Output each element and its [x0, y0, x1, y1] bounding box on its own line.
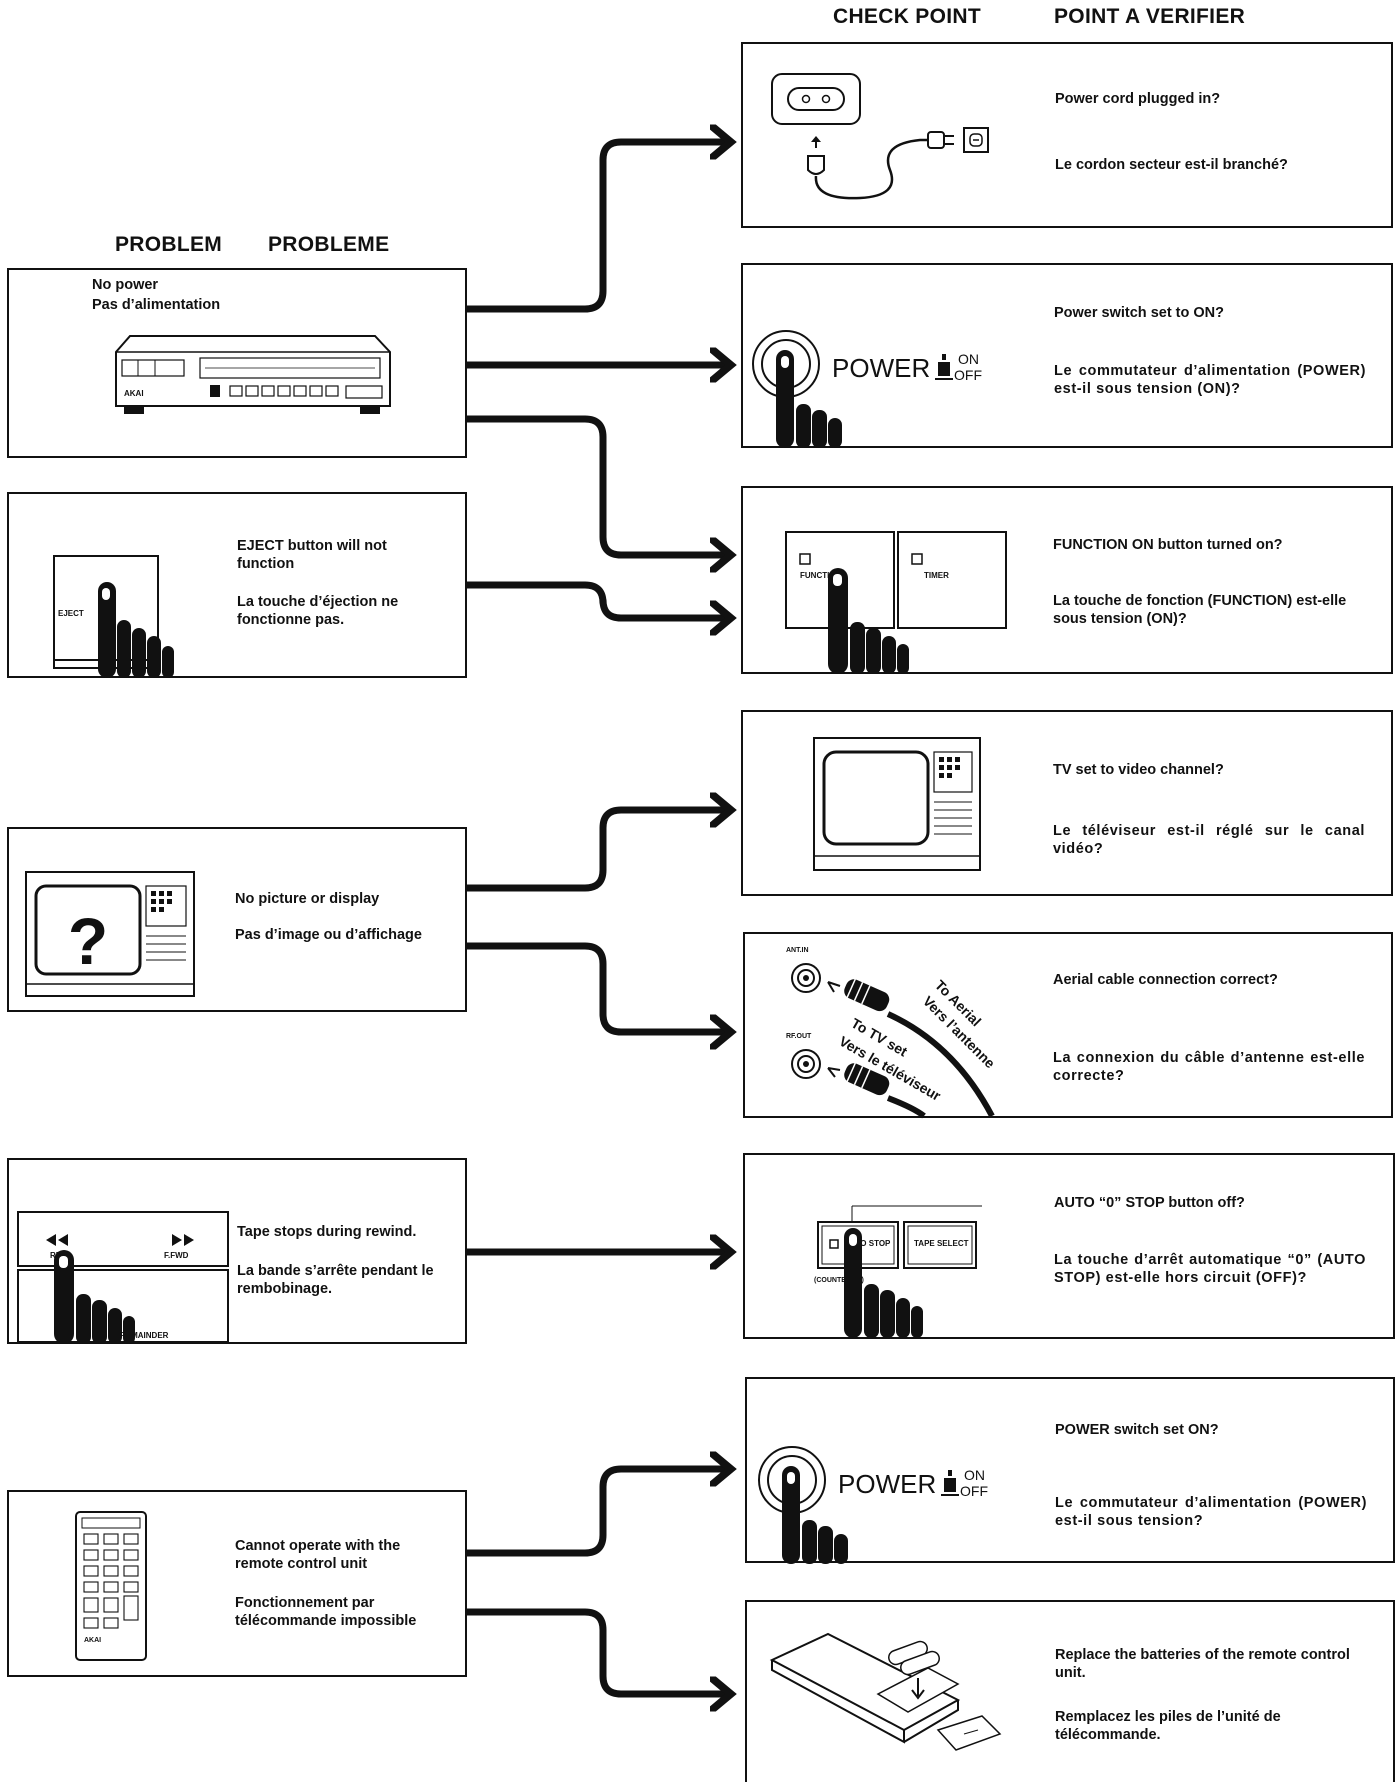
- remainder-label: REMAINDER: [120, 1331, 169, 1340]
- checkpoint-text-en: TV set to video channel?: [1053, 762, 1224, 778]
- problem-text-fr: Pas d’image ou d’affichage: [235, 927, 422, 943]
- off-label: OFF: [954, 367, 982, 383]
- tv-question-icon: ?: [25, 871, 195, 997]
- checkpoint-box-power-switch-remote: [745, 1377, 1395, 1563]
- power-label: POWER: [832, 353, 930, 383]
- checkpoint-box-power-switch: [741, 263, 1393, 448]
- question-mark: ?: [68, 904, 108, 978]
- problem-header-fr: PROBLEME: [268, 233, 390, 256]
- checkpoint-text-en: FUNCTION ON button turned on?: [1053, 537, 1283, 553]
- vcr-illustration: AKAI: [115, 335, 391, 414]
- problem-text-en: No picture or display: [235, 891, 380, 907]
- rewind-hand-icon: REW F.FWD REMAINDER: [17, 1211, 229, 1344]
- auto-stop-label: AUTO STOP: [844, 1239, 891, 1248]
- checkpoint-text-en: POWER switch set ON?: [1055, 1422, 1219, 1438]
- checkpoint-text-en: AUTO “0” STOP button off?: [1054, 1195, 1245, 1211]
- checkpoint-box-aerial: [743, 932, 1393, 1118]
- arrow-remote-to-batteries: [463, 1608, 728, 1694]
- rf-out-label: RF.OUT: [786, 1033, 812, 1040]
- checkpoint-text-en: Power switch set to ON?: [1054, 305, 1224, 321]
- checkpoint-text-fr: La touche d’arrêt automatique “0” (AUTO …: [1054, 1252, 1366, 1286]
- eject-label: EJECT: [58, 609, 84, 618]
- tv-icon: [813, 737, 981, 871]
- arrow-picture-to-tv: [463, 810, 728, 892]
- checkpoint-text-fr: Remplacez les piles de l’unité de téléco…: [1055, 1709, 1281, 1743]
- checkpoint-text-en: Power cord plugged in?: [1055, 91, 1221, 107]
- problem-text-fr: La touche d’éjection ne fonctionne pas.: [237, 594, 399, 628]
- tape-select-label: TAPE SELECT: [914, 1239, 969, 1248]
- arrow-remote-to-power: [463, 1469, 728, 1557]
- akai-logo-text: AKAI: [124, 389, 144, 398]
- remote-akai-text: AKAI: [84, 1637, 101, 1644]
- checkpoint-text-fr: La connexion du câble d’antenne est-elle…: [1053, 1050, 1365, 1084]
- checkpoint-text-fr: Le commutateur d’alimentation (POWER) es…: [1054, 363, 1366, 397]
- checkpoint-header-fr: POINT A VERIFIER: [1054, 5, 1246, 28]
- checkpoint-text-en: Aerial cable connection correct?: [1053, 972, 1278, 988]
- ffwd-label: F.FWD: [164, 1251, 189, 1260]
- arrow-no-power-to-function: [463, 415, 728, 555]
- on-label: ON: [964, 1467, 985, 1483]
- problem-text-en: EJECT button will not function: [237, 538, 387, 572]
- arrow-eject-to-function: [463, 581, 728, 618]
- auto-stop-button-icon: AUTO STOP TAPE SELECT (COUNTER"0"): [814, 1205, 982, 1338]
- problem-text-fr: La bande s’arrête pendant le rembobinage…: [237, 1263, 434, 1297]
- checkpoint-text-fr: Le cordon secteur est-il branché?: [1055, 157, 1288, 173]
- function-button-icon: FUNCTION TIMER: [785, 531, 1007, 674]
- off-label: OFF: [960, 1483, 988, 1499]
- checkpoint-text-fr: La touche de fonction (FUNCTION) est-ell…: [1053, 593, 1347, 627]
- arrow-picture-to-aerial: [463, 942, 728, 1032]
- checkpoint-text-en: Replace the batteries of the remote cont…: [1055, 1647, 1350, 1681]
- problem-text-en: No power: [92, 277, 159, 293]
- problem-text-en: Tape stops during rewind.: [237, 1224, 417, 1240]
- checkpoint-text-fr: Le commutateur d’alimentation (POWER) es…: [1055, 1495, 1367, 1529]
- power-label: POWER: [838, 1469, 936, 1499]
- checkpoint-header-en: CHECK POINT: [833, 5, 981, 28]
- aerial-cable-icon: ANT.IN RF.OUT To Aerial Vers l’antenne T…: [786, 947, 998, 1119]
- eject-hand-icon: EJECT: [53, 555, 174, 678]
- power-switch-icon: POWER ON OFF: [752, 330, 982, 448]
- checkpoint-text-fr: Le téléviseur est-il réglé sur le canal …: [1053, 823, 1365, 857]
- problem-header-en: PROBLEM: [115, 233, 223, 256]
- remote-control-icon: AKAI: [75, 1511, 147, 1661]
- problem-text-fr: Fonctionnement par télécommande impossib…: [235, 1595, 417, 1629]
- arrow-no-power-to-cord: [463, 142, 728, 313]
- ant-in-label: ANT.IN: [786, 947, 809, 954]
- problem-text-en: Cannot operate with the remote control u…: [235, 1538, 401, 1572]
- power-cord-icon: [771, 73, 989, 200]
- counter-label: (COUNTER"0"): [814, 1277, 864, 1284]
- problem-text-fr: Pas d’alimentation: [92, 297, 221, 313]
- function-label: FUNCTION: [800, 571, 842, 580]
- power-switch-icon: POWER ON OFF: [758, 1446, 988, 1564]
- on-label: ON: [958, 351, 979, 367]
- timer-label: TIMER: [924, 571, 949, 580]
- battery-replacement-icon: [769, 1632, 1002, 1751]
